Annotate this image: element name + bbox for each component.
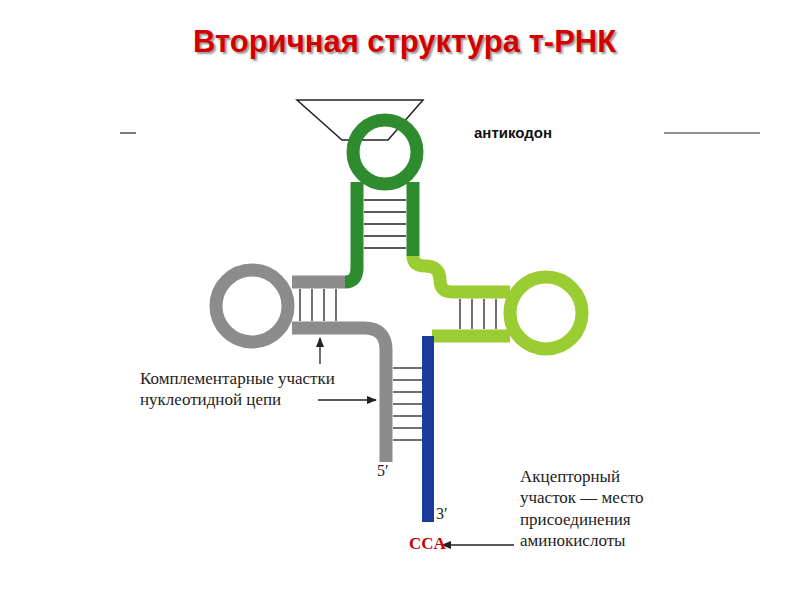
anticodon-label: антикодон bbox=[474, 124, 552, 141]
end-label: 3′ bbox=[436, 505, 448, 523]
slide-title: Вторичная структура т-РНК bbox=[193, 24, 616, 60]
callout-text: Комплементарные участки нуклеотидной цеп… bbox=[140, 368, 385, 411]
callout-text: Акцепторный участок — место присоединени… bbox=[520, 466, 670, 551]
end-label: 5′ bbox=[377, 462, 389, 480]
sequence-label: CCA bbox=[409, 534, 446, 554]
